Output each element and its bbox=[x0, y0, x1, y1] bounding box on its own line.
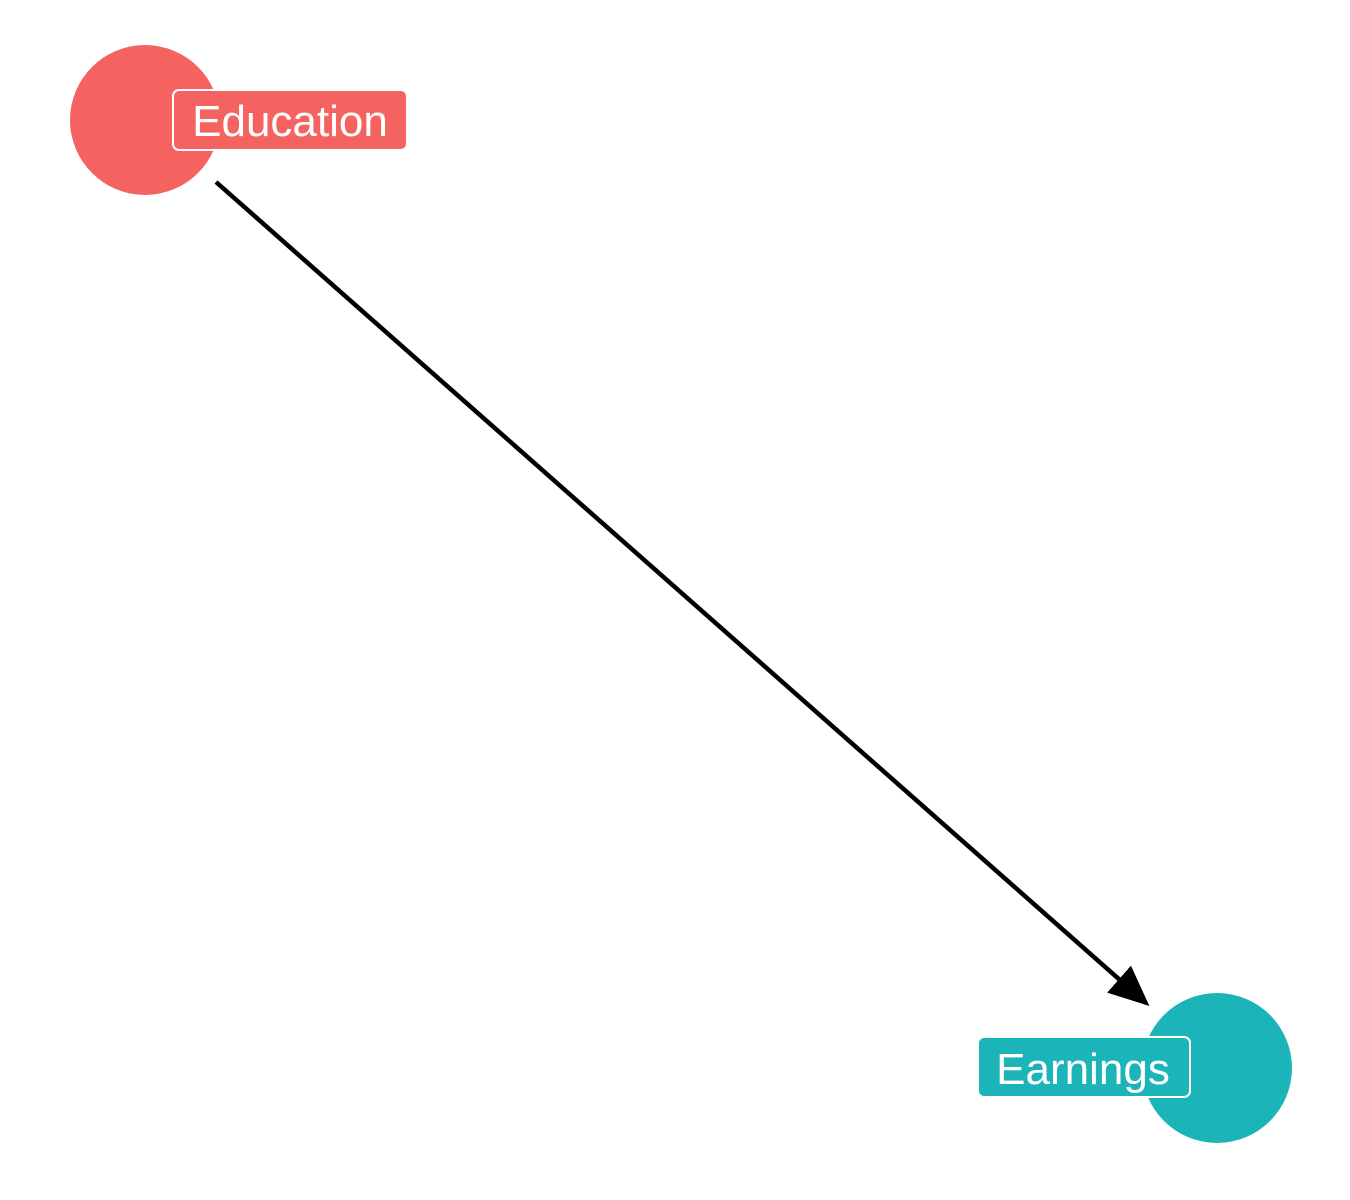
node-education-label: Education bbox=[192, 97, 388, 146]
node-earnings-label-box bbox=[977, 1036, 1191, 1098]
node-education[interactable]: Education bbox=[70, 45, 408, 195]
node-education-label-box bbox=[172, 89, 408, 151]
node-earnings[interactable]: Earnings bbox=[977, 993, 1292, 1143]
edge-education-to-earnings bbox=[214, 180, 1150, 1006]
node-education-circle bbox=[70, 45, 220, 195]
node-earnings-label: Earnings bbox=[996, 1045, 1170, 1094]
node-earnings-circle bbox=[1142, 993, 1292, 1143]
